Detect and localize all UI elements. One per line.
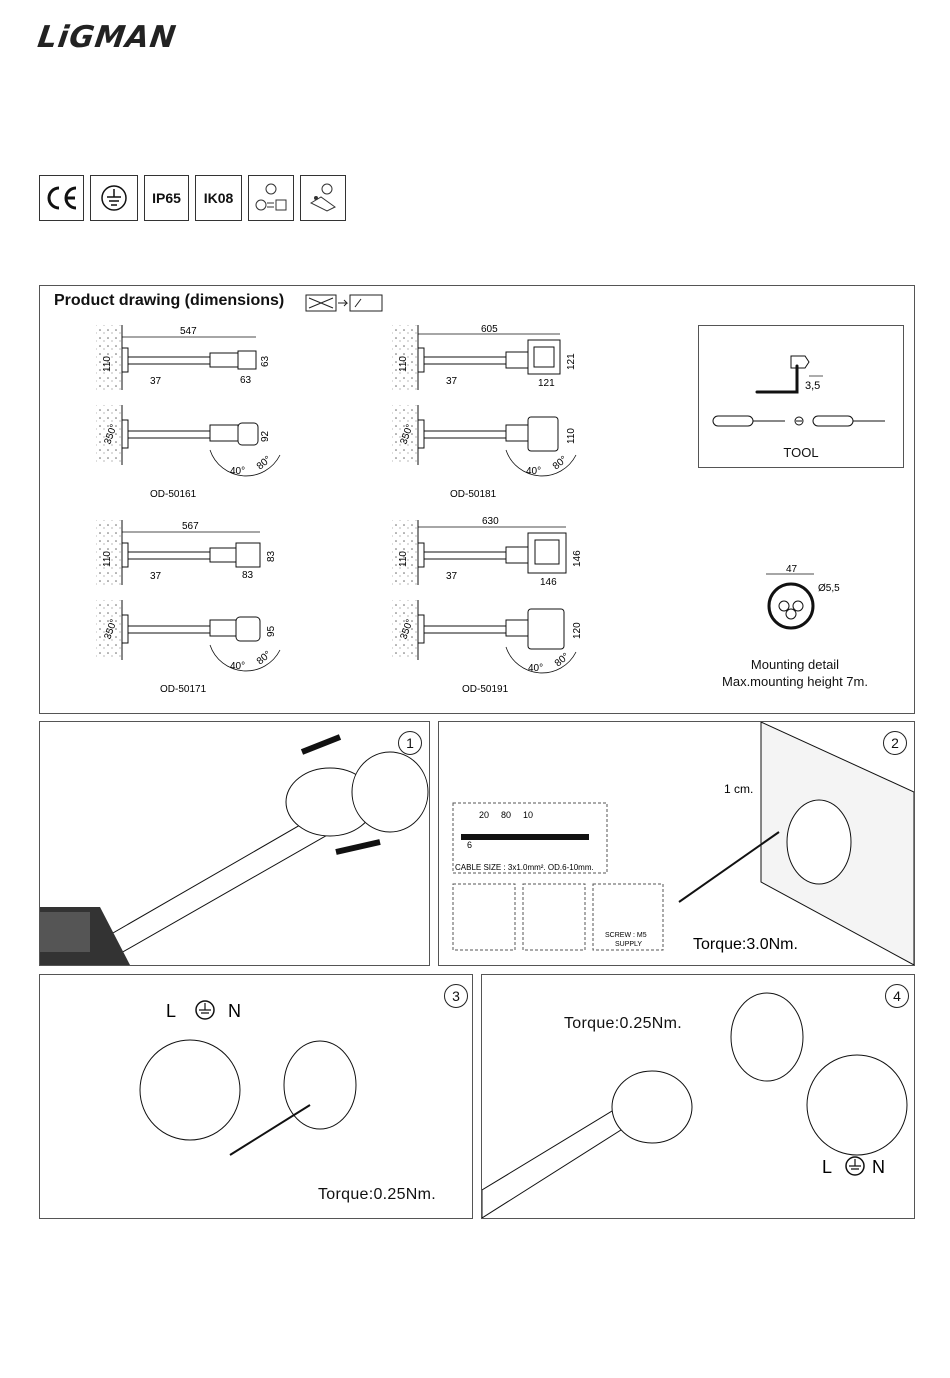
- ce-mark-icon: [39, 175, 84, 221]
- mount-width: 47: [786, 564, 798, 575]
- model-code: OD-50161: [150, 489, 197, 500]
- dim-height: 146: [572, 550, 583, 567]
- dim-tilt-a: 40°: [526, 466, 541, 477]
- dim-length: 605: [481, 324, 498, 335]
- dim-tilt-a: 40°: [528, 663, 543, 674]
- step-number: 3: [444, 984, 468, 1008]
- dim-depth: 95: [266, 625, 277, 637]
- wire-neutral-label: N: [228, 1001, 241, 1021]
- step-4-panel: L N 4 Torque:0.25Nm.: [481, 974, 915, 1219]
- screw-supply: SUPPLY: [615, 941, 642, 948]
- step-3-panel: L N 3 Torque:0.25Nm.: [39, 974, 473, 1219]
- dim-length: 567: [182, 521, 199, 532]
- dim-height: 83: [266, 550, 277, 562]
- wire-neutral-label: N: [872, 1157, 885, 1177]
- dim-arm: 37: [150, 571, 162, 582]
- earth-ground-icon: [845, 1156, 865, 1176]
- mounting-caption-line1: Mounting detail: [750, 657, 840, 672]
- voltage-adjust-icon: [248, 175, 294, 221]
- step-number: 4: [885, 984, 909, 1008]
- dim-wall: 110: [398, 551, 409, 567]
- dim-tilt-b: 80°: [553, 651, 572, 669]
- tool-label: TOOL: [783, 445, 819, 460]
- dim-side: 121: [538, 378, 555, 389]
- dim-length: 630: [482, 516, 499, 527]
- brand-logo: LiGMAN: [35, 20, 179, 55]
- model-code: OD-50191: [462, 684, 509, 695]
- connector-icon: [300, 175, 346, 221]
- wire-live-label: L: [822, 1157, 832, 1177]
- hex-key-screwdriver-icon: 3,5: [712, 355, 885, 427]
- torque-label: Torque:0.25Nm.: [318, 1186, 437, 1203]
- cable-size: CABLE SIZE : 3x1.0mm². OD.6-10mm.: [455, 863, 594, 872]
- wire-live-label: L: [166, 1001, 176, 1021]
- dim-height: 63: [260, 355, 271, 367]
- step-number: 1: [398, 731, 422, 755]
- step-2-illustration: 20 80 10 6 CABLE SIZE : 3x1.0mm². OD.6-1…: [452, 722, 914, 965]
- strip-b: 80: [501, 810, 511, 820]
- dim-wall: 110: [102, 551, 113, 567]
- mounting-caption: Mounting detail Max.mounting height 7m.: [700, 656, 890, 690]
- screw-size: SCREW : M5: [605, 932, 647, 939]
- model-code: OD-50171: [160, 684, 207, 695]
- dim-tilt-a: 40°: [230, 466, 245, 477]
- step-3-illustration: L N: [139, 1000, 357, 1156]
- dimension-drawings: 547 37 63 63 110 92 350° 40° 80° OD-5016…: [96, 324, 583, 695]
- step-1-illustration: [40, 734, 429, 965]
- step-1-panel: 1: [39, 721, 430, 966]
- cert-ik08: IK08: [195, 175, 242, 221]
- strip-c: 10: [523, 810, 533, 820]
- step-2-panel: 20 80 10 6 CABLE SIZE : 3x1.0mm². OD.6-1…: [438, 721, 915, 966]
- cert-ip65: IP65: [144, 175, 189, 221]
- dim-wall: 110: [102, 356, 113, 372]
- dim-tilt-b: 80°: [255, 649, 274, 667]
- dim-arm: 37: [446, 571, 458, 582]
- mount-hole: Ø5,5: [818, 583, 840, 594]
- dim-side: 63: [240, 375, 252, 386]
- mounting-caption-line2: Max.mounting height 7m.: [722, 674, 868, 689]
- dim-side: 83: [242, 570, 254, 581]
- hex-size: 3,5: [805, 380, 820, 392]
- dim-depth: 92: [260, 430, 271, 442]
- strip-distance: 1 cm.: [724, 782, 753, 796]
- dim-arm: 37: [446, 376, 458, 387]
- tool-box: 3,5 TOOL: [698, 325, 904, 468]
- dim-depth: 120: [572, 622, 583, 639]
- dim-tilt-b: 80°: [551, 454, 570, 472]
- dim-tilt-b: 80°: [255, 454, 274, 472]
- strip-small: 6: [467, 840, 472, 850]
- dim-height: 121: [566, 353, 577, 370]
- mounting-plate-icon: 47 Ø5,5: [766, 564, 840, 630]
- product-drawing-title: Product drawing (dimensions): [54, 292, 285, 309]
- step-number: 2: [883, 731, 907, 755]
- rotate-adjust-icon: [305, 293, 385, 318]
- earth-ground-icon: [90, 175, 138, 221]
- dim-arm: 37: [150, 376, 162, 387]
- torque-label: Torque:0.25Nm.: [564, 1015, 683, 1032]
- dim-length: 547: [180, 326, 197, 337]
- model-code: OD-50181: [450, 489, 497, 500]
- dim-wall: 110: [398, 356, 409, 372]
- torque-label: Torque:3.0Nm.: [693, 936, 798, 953]
- dim-side: 146: [540, 577, 557, 588]
- strip-a: 20: [479, 810, 489, 820]
- dim-tilt-a: 40°: [230, 661, 245, 672]
- step-4-illustration: L N: [482, 992, 908, 1218]
- dim-depth: 110: [566, 428, 577, 444]
- earth-ground-icon: [195, 1000, 215, 1020]
